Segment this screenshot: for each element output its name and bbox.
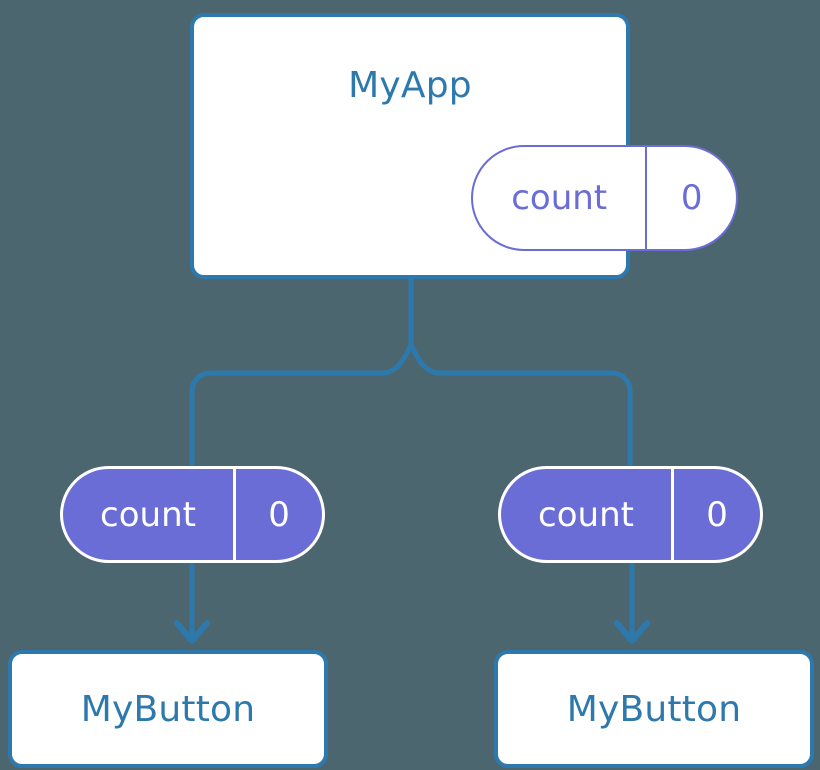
arrowhead-left: [174, 620, 210, 644]
component-title-mybutton: MyButton: [566, 688, 742, 730]
component-box-mybutton-left[interactable]: MyButton: [8, 650, 328, 768]
state-pill-value: 0: [671, 469, 760, 560]
state-pill-myapp-count[interactable]: count 0: [471, 145, 738, 251]
state-pill-left-count[interactable]: count 0: [60, 466, 325, 563]
state-pill-value: 0: [645, 147, 736, 249]
edge-split-to-right-state: [408, 342, 633, 473]
component-box-mybutton-right[interactable]: MyButton: [494, 650, 814, 768]
state-pill-right-count[interactable]: count 0: [498, 466, 763, 563]
state-pill-key: count: [100, 494, 196, 535]
state-pill-key: count: [538, 494, 634, 535]
state-pill-key: count: [511, 178, 608, 218]
component-title-mybutton: MyButton: [80, 688, 256, 730]
state-pill-value: 0: [233, 469, 322, 560]
arrowhead-right: [614, 620, 650, 644]
edge-split-to-left-state: [189, 342, 414, 473]
component-title-myapp: MyApp: [348, 65, 472, 106]
component-box-myapp[interactable]: MyApp count 0: [190, 13, 738, 279]
